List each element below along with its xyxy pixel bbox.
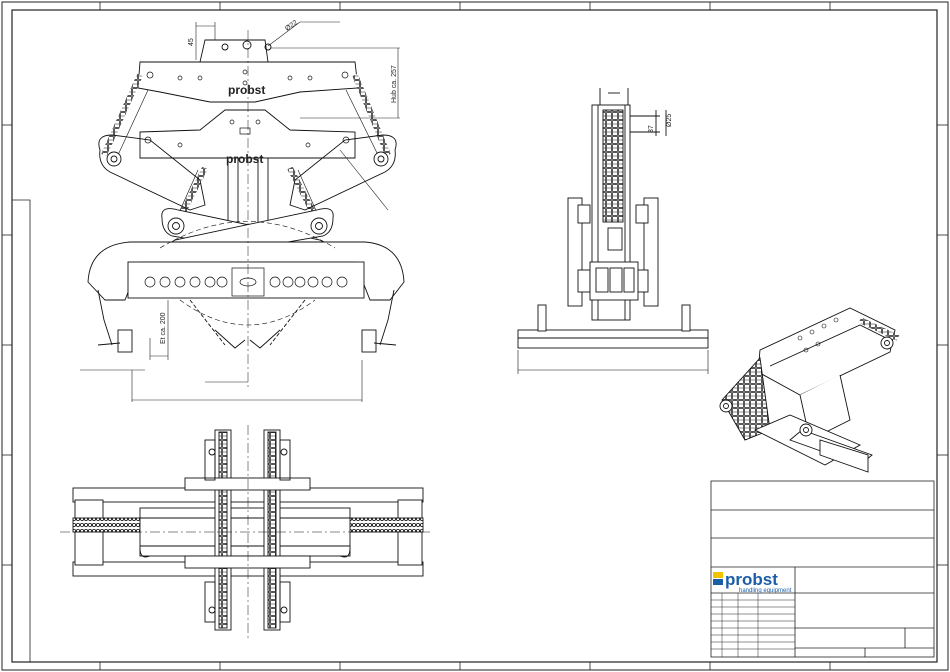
title-block	[711, 481, 934, 657]
dim-side-37: 37	[648, 125, 655, 133]
side-view	[518, 88, 708, 374]
top-view	[60, 425, 430, 640]
dim-stroke: Hub ca. 257	[391, 65, 398, 103]
logo-mark-yellow	[713, 572, 723, 578]
dim-hole-diameter: Ø22	[284, 19, 299, 32]
company-tagline: handling equipment	[739, 588, 792, 594]
engraving-lower: probst	[226, 152, 263, 166]
company-logo: probst handling equipment	[713, 570, 792, 594]
dim-lower-opening: Et ca. 200	[160, 312, 167, 344]
dim-side-diameter: Ø25	[666, 114, 673, 127]
dim-top-offset: 45	[188, 38, 195, 46]
logo-mark-blue	[713, 579, 723, 585]
isometric-view	[720, 308, 898, 472]
company-name: probst	[725, 570, 778, 589]
engraving-upper: probst	[228, 83, 265, 97]
